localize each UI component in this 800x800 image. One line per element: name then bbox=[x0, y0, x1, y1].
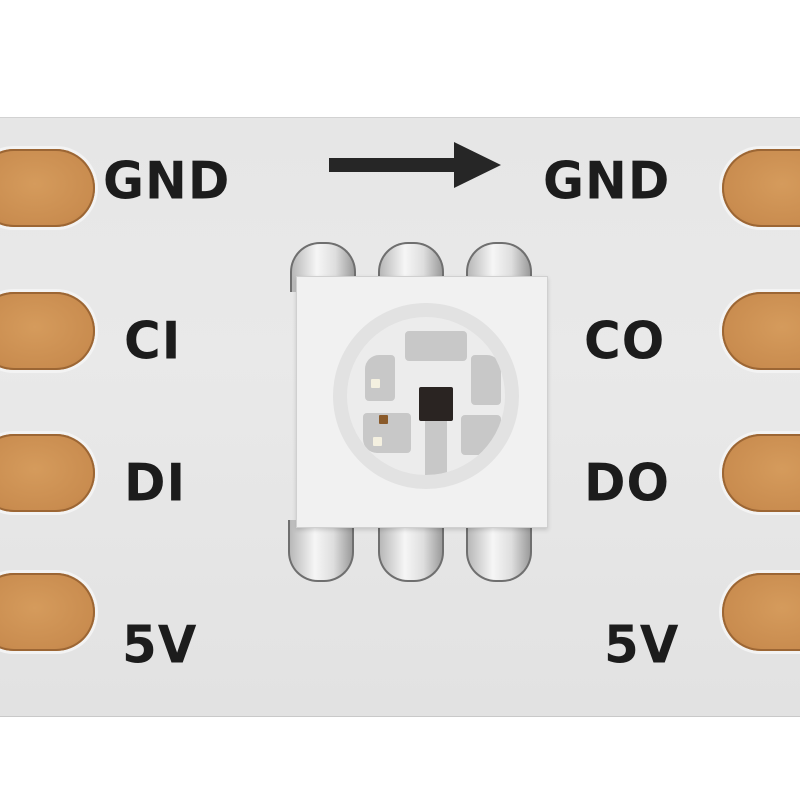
pad-right-gnd bbox=[722, 149, 800, 227]
lead-frame-top-right bbox=[471, 355, 501, 405]
lead-frame-top-left bbox=[365, 355, 395, 401]
label-right-co: CO bbox=[584, 310, 666, 372]
led-pin-bottom-3 bbox=[466, 520, 532, 582]
lead-frame-bottom-center bbox=[425, 417, 447, 475]
label-left-5v: 5V bbox=[122, 614, 198, 676]
pad-left-5v bbox=[0, 573, 95, 651]
lead-frame-bottom-right bbox=[461, 415, 501, 455]
label-right-gnd: GND bbox=[543, 150, 671, 212]
led-pin-bottom-1 bbox=[288, 520, 354, 582]
label-left-ci: CI bbox=[124, 310, 182, 372]
led-lens bbox=[333, 303, 519, 489]
label-left-gnd: GND bbox=[103, 150, 231, 212]
pad-left-di bbox=[0, 434, 95, 512]
label-right-do: DO bbox=[584, 452, 671, 514]
led-package-5050 bbox=[296, 276, 548, 528]
pad-right-do bbox=[722, 434, 800, 512]
label-left-di: DI bbox=[124, 452, 187, 514]
label-right-5v: 5V bbox=[604, 614, 680, 676]
led-die-3 bbox=[373, 437, 382, 446]
right-arrow-icon bbox=[329, 142, 501, 188]
lead-frame-top bbox=[405, 331, 467, 361]
pad-right-co bbox=[722, 292, 800, 370]
led-die-1 bbox=[371, 379, 380, 388]
led-cavity bbox=[347, 317, 505, 475]
pad-left-ci bbox=[0, 292, 95, 370]
led-pin-bottom-2 bbox=[378, 520, 444, 582]
pad-right-5v bbox=[722, 573, 800, 651]
pad-left-gnd bbox=[0, 149, 95, 227]
led-strip-pcb bbox=[0, 117, 800, 717]
controller-ic bbox=[419, 387, 453, 421]
led-die-2 bbox=[379, 415, 388, 424]
